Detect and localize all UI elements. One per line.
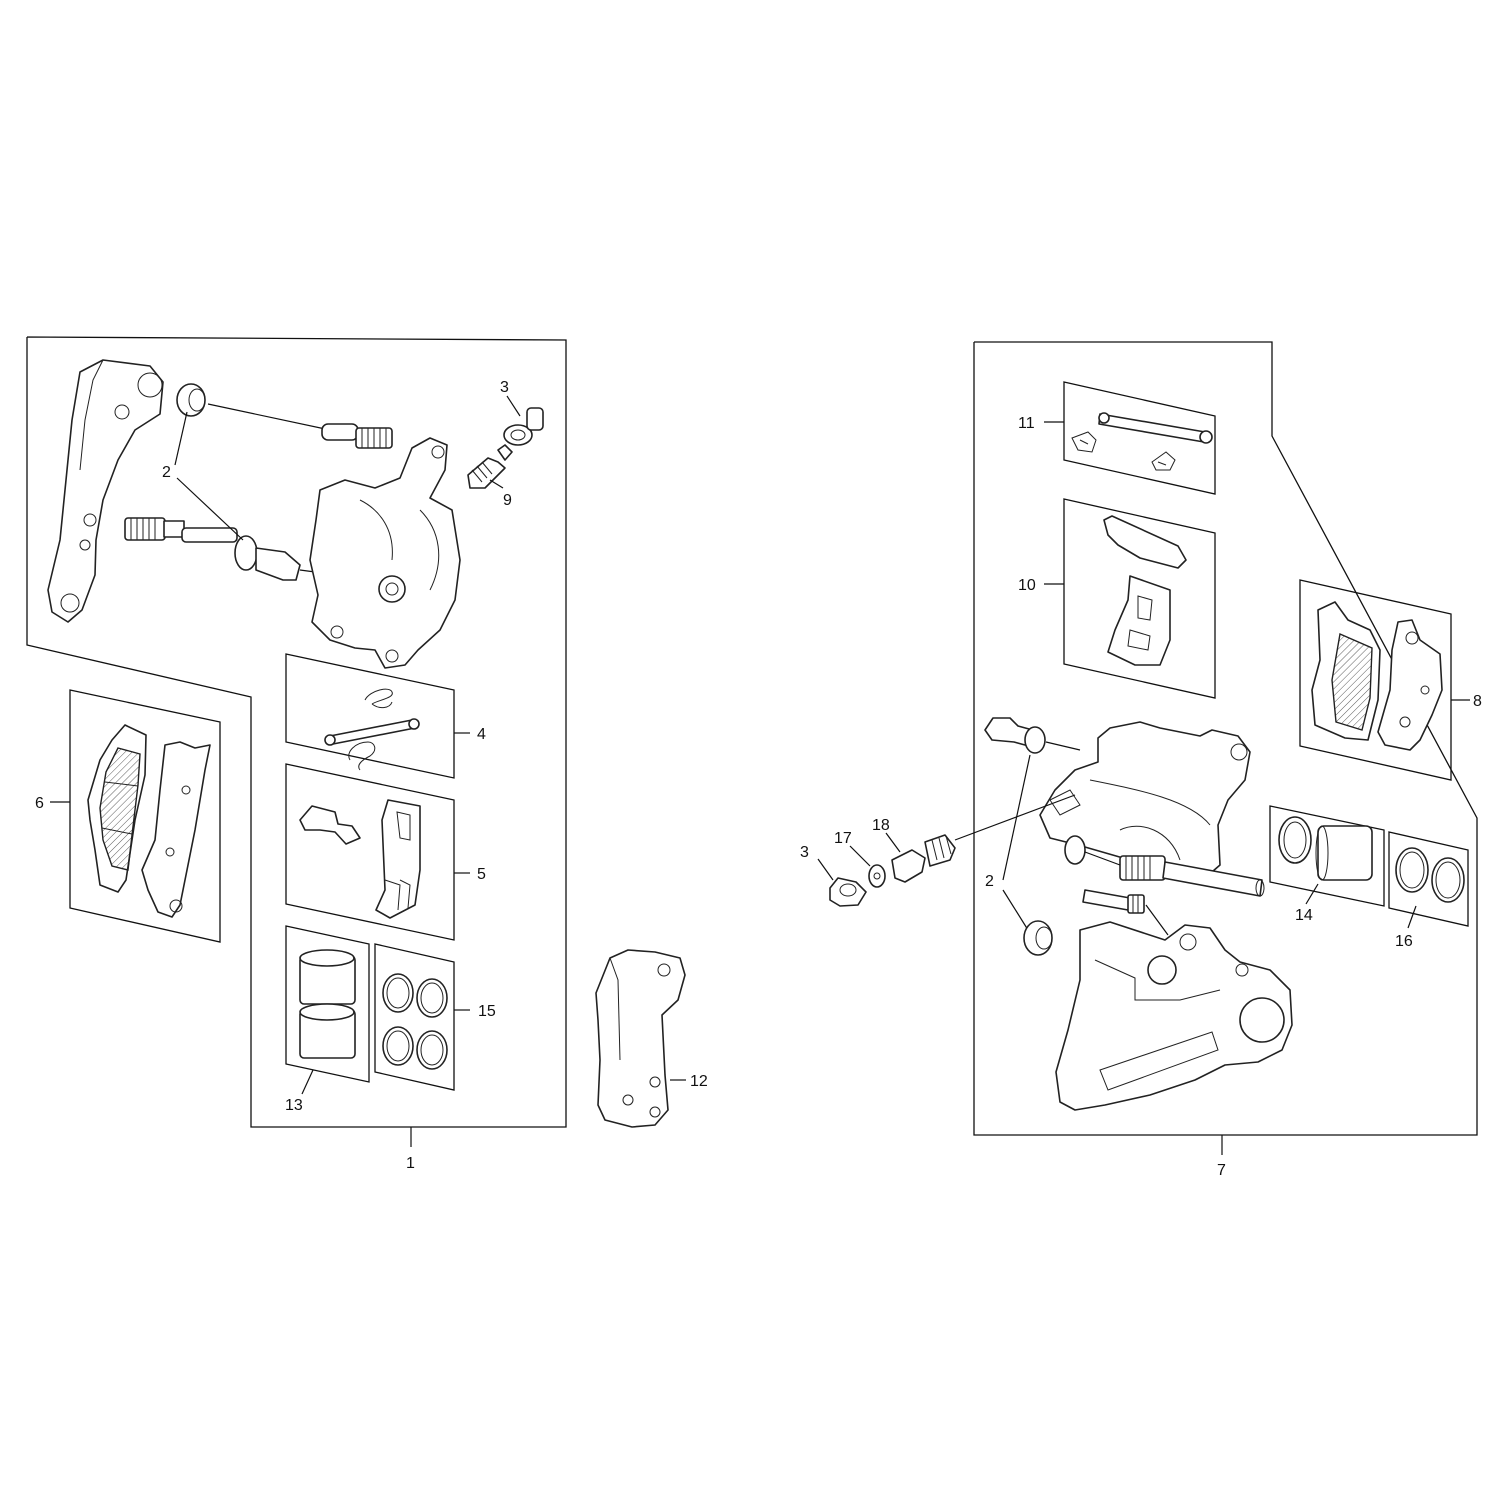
front-brake-pads-box (50, 689, 221, 943)
front-pad-friction (87, 724, 147, 893)
seal-rings (382, 973, 448, 1070)
callout-9: 9 (503, 492, 512, 509)
callout-16: 16 (1395, 933, 1413, 950)
pad-pin-kit-box (285, 653, 470, 779)
caliper-bracket-12 (595, 949, 686, 1128)
callout-17: 17 (834, 830, 852, 847)
bleeder-cap (503, 407, 544, 446)
pad-spring-kit-box (285, 763, 470, 941)
rear-slide-pin-short (1082, 889, 1145, 914)
rear-pad-friction (1311, 601, 1381, 741)
front-caliper-group-frame (26, 336, 567, 1128)
rear-caliper-group-frame (973, 341, 1478, 1136)
rear-caliper-bracket (1055, 921, 1293, 1111)
seal-kit-box (374, 943, 470, 1091)
callout-10: 10 (1018, 577, 1036, 594)
callout-14: 14 (1295, 907, 1313, 924)
callout-18: 18 (872, 817, 890, 834)
rear-pin-kit-box (1044, 381, 1216, 495)
callout-15: 15 (478, 1003, 496, 1020)
rear-dust-boot-lower (1023, 920, 1053, 956)
callout-2-rear: 2 (985, 873, 994, 890)
rear-piston-box (1269, 805, 1385, 907)
rear-bleeder-cap (829, 877, 867, 907)
bleeder-screw (467, 444, 513, 489)
piston-lower (299, 1003, 356, 1059)
rear-slide-pin-upper (984, 717, 1046, 754)
front-pad-backplate (141, 741, 211, 918)
rear-pad-spring-box (1044, 498, 1216, 699)
callout-5: 5 (477, 866, 486, 883)
callout-7: 7 (1217, 1162, 1226, 1179)
slide-pin-upper (321, 423, 393, 449)
callout-2-front: 2 (162, 464, 171, 481)
dust-boot-upper (176, 383, 206, 417)
callout-4: 4 (477, 726, 486, 743)
slide-pin-lower (124, 517, 301, 581)
callout-8: 8 (1473, 693, 1482, 710)
piston-kit-box (285, 925, 370, 1095)
callout-12: 12 (690, 1073, 708, 1090)
rear-brake-pads-box (1299, 579, 1470, 781)
front-caliper-bracket (47, 359, 164, 623)
callout-3-rear: 3 (800, 844, 809, 861)
rear-caliper-body (1039, 721, 1251, 879)
callout-numbers: 1 2 3 9 4 5 6 13 15 12 7 11 10 8 14 16 2… (35, 379, 1482, 1179)
rear-slide-pin-long (1119, 855, 1265, 897)
callout-6: 6 (35, 795, 44, 812)
piston-upper (299, 949, 356, 1005)
rear-pad-backplate (1377, 619, 1443, 751)
callout-3-front: 3 (500, 379, 509, 396)
callout-11: 11 (1018, 415, 1035, 432)
rear-bleeder-screw (891, 834, 956, 883)
callout-13: 13 (285, 1097, 303, 1114)
rear-bleeder-washer (868, 864, 886, 888)
front-caliper-body (309, 437, 461, 669)
front-caliper-assembly (26, 336, 567, 1147)
rear-caliper-assembly (817, 341, 1478, 1155)
callout-1: 1 (406, 1155, 415, 1172)
rear-seal-box (1388, 831, 1469, 929)
